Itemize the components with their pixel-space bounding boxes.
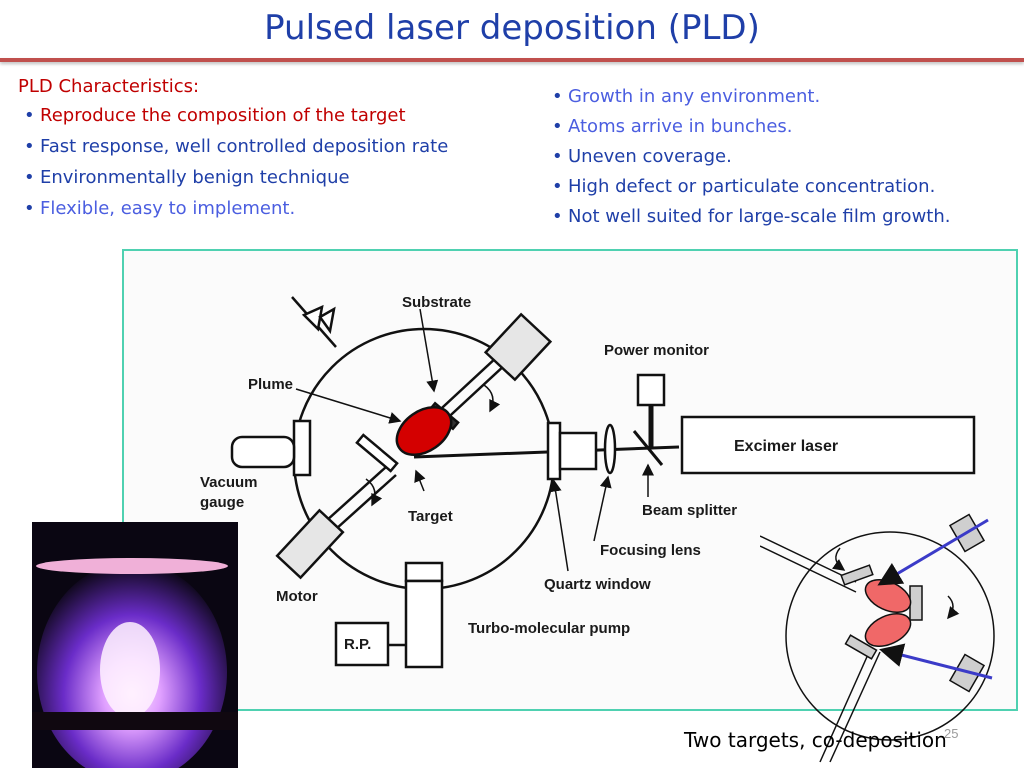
characteristics-list: Reproduce the composition of the target … bbox=[18, 103, 448, 221]
label-motor: Motor bbox=[276, 588, 318, 605]
co-deposition-svg bbox=[759, 513, 995, 763]
laser-beam bbox=[413, 445, 680, 459]
target-holder bbox=[355, 433, 399, 473]
inset-laser-arrow-2 bbox=[879, 643, 993, 680]
inset-laser-arrow-1 bbox=[877, 518, 989, 586]
inset-target-1 bbox=[840, 564, 874, 586]
gauge-flange bbox=[292, 419, 312, 477]
label-rp: R.P. bbox=[344, 636, 371, 653]
limitations-list: Growth in any environment. Atoms arrive … bbox=[546, 84, 950, 229]
plume-arrow bbox=[295, 388, 402, 424]
inset-target-2 bbox=[844, 634, 878, 660]
limitation-item: Growth in any environment. bbox=[546, 84, 950, 109]
quartz-window bbox=[546, 421, 562, 481]
target-stage bbox=[32, 712, 238, 730]
substrate-arrow bbox=[419, 308, 439, 393]
gas-valve bbox=[301, 304, 336, 335]
pld-setup-svg: Substrate Power monitor Plume Excimer la… bbox=[200, 294, 976, 669]
label-target: Target bbox=[408, 508, 453, 525]
label-excimer-laser: Excimer laser bbox=[734, 438, 838, 455]
excimer-laser-box bbox=[680, 415, 976, 475]
pld-setup-diagram: Substrate Power monitor Plume Excimer la… bbox=[122, 249, 1018, 711]
label-vacuum: Vacuum bbox=[200, 474, 258, 491]
label-focusing-lens: Focusing lens bbox=[600, 542, 701, 559]
target-rotation-arrow bbox=[365, 478, 383, 507]
characteristics-block: PLD Characteristics: Reproduce the compo… bbox=[18, 76, 448, 227]
target-arrow bbox=[414, 469, 426, 492]
limitation-item: Not well suited for large-scale film gro… bbox=[546, 204, 950, 229]
label-beam-splitter: Beam splitter bbox=[642, 502, 737, 519]
label-quartz-window: Quartz window bbox=[544, 576, 651, 593]
characteristic-item: Environmentally benign technique bbox=[18, 165, 448, 190]
power-monitor-box bbox=[636, 373, 666, 407]
title-divider bbox=[0, 58, 1024, 62]
characteristics-heading: PLD Characteristics: bbox=[18, 76, 200, 97]
substrate-disc bbox=[36, 558, 228, 574]
substrate-rotation-arrow bbox=[483, 384, 501, 413]
inset-rotation-arrow-1 bbox=[831, 547, 846, 571]
inset-plume-2 bbox=[864, 613, 912, 647]
substrate-actuator bbox=[483, 312, 553, 382]
window-port bbox=[558, 431, 598, 471]
co-deposition-inset bbox=[759, 500, 1024, 768]
target-rod bbox=[325, 466, 387, 522]
focusing-lens bbox=[603, 423, 617, 475]
focusing-lens-arrow bbox=[593, 475, 612, 542]
limitation-item: High defect or particulate concentration… bbox=[546, 174, 950, 199]
label-turbo-pump: Turbo-molecular pump bbox=[468, 620, 630, 637]
characteristic-item: Fast response, well controlled depositio… bbox=[18, 134, 448, 159]
plasma-plume-photo bbox=[32, 522, 238, 768]
pump-flange bbox=[404, 561, 444, 583]
beam-splitter bbox=[632, 430, 664, 466]
plume-core bbox=[100, 622, 160, 718]
label-gauge: gauge bbox=[200, 494, 244, 511]
label-substrate: Substrate bbox=[402, 294, 471, 311]
label-plume: Plume bbox=[248, 376, 293, 393]
limitation-item: Uneven coverage. bbox=[546, 144, 950, 169]
motor-body bbox=[275, 508, 345, 580]
plume-photo-svg bbox=[32, 522, 238, 768]
plume-shape bbox=[395, 405, 453, 457]
gauge-body bbox=[230, 435, 296, 469]
inset-chamber bbox=[785, 531, 995, 741]
characteristic-item: Flexible, easy to implement. bbox=[18, 196, 448, 221]
inset-substrate bbox=[909, 585, 923, 621]
limitations-block: Growth in any environment. Atoms arrive … bbox=[546, 84, 950, 234]
inset-caption: Two targets, co-deposition bbox=[684, 728, 947, 752]
slide-number: 25 bbox=[944, 726, 959, 741]
turbo-pump-body bbox=[404, 579, 444, 669]
slide-title: Pulsed laser deposition (PLD) bbox=[264, 8, 760, 48]
label-power-monitor: Power monitor bbox=[604, 342, 709, 359]
characteristic-item: Reproduce the composition of the target bbox=[18, 103, 448, 128]
quartz-window-arrow bbox=[549, 479, 569, 572]
inset-rotation-arrow-2 bbox=[947, 595, 960, 620]
limitation-item: Atoms arrive in bunches. bbox=[546, 114, 950, 139]
